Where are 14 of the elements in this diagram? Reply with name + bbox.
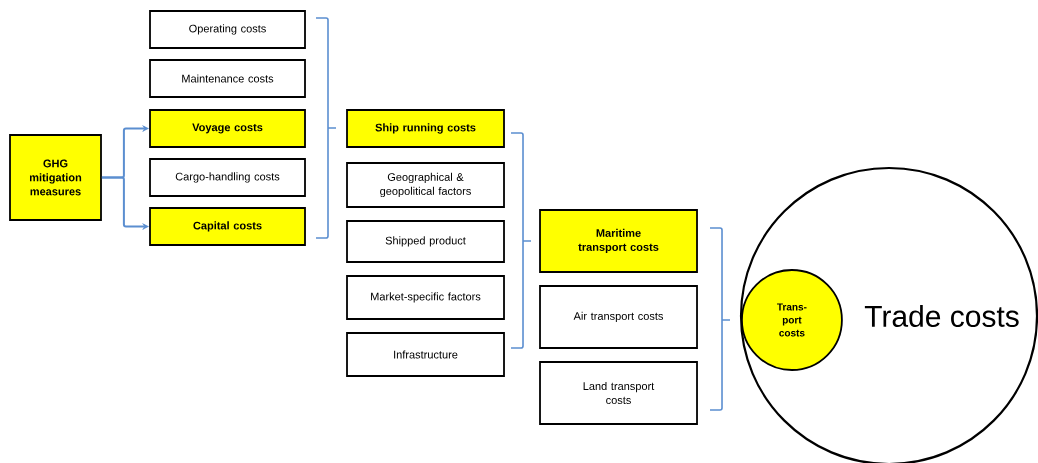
cost-box: Maintenance costs (149, 59, 306, 98)
highlighted-box: GHG mitigation measures (9, 134, 102, 221)
cost-box: Infrastructure (346, 332, 505, 377)
highlighted-box: Ship running costs (346, 109, 505, 148)
cost-box: Shipped product (346, 220, 505, 263)
cost-box: Land transport costs (539, 361, 698, 425)
cost-box: Air transport costs (539, 285, 698, 349)
highlighted-box: Voyage costs (149, 109, 306, 148)
highlighted-box: Maritime transport costs (539, 209, 698, 273)
cost-box: Geographical & geopolitical factors (346, 162, 505, 208)
cost-box: Cargo-handling costs (149, 158, 306, 197)
highlighted-box: Capital costs (149, 207, 306, 246)
cost-box: Operating costs (149, 10, 306, 49)
cost-box: Market-specific factors (346, 275, 505, 320)
